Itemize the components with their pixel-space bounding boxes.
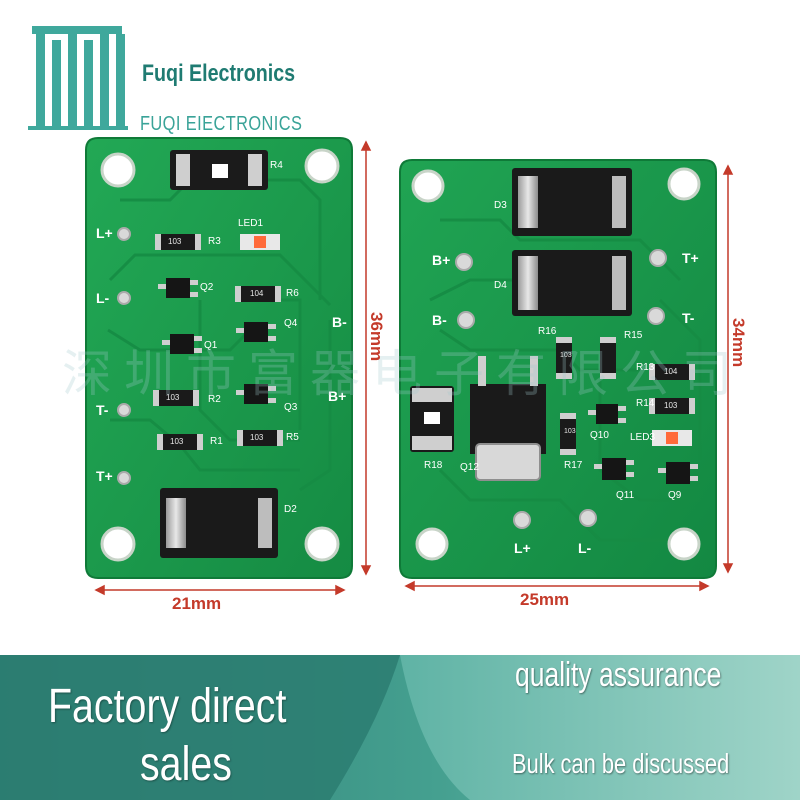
component-marking: 103 [664, 401, 678, 410]
pad-label: T+ [682, 250, 699, 266]
component-label: R2 [208, 394, 221, 405]
component-label: Q10 [590, 430, 609, 441]
pad-label: T- [96, 402, 109, 418]
right-width-label: 25mm [520, 590, 570, 609]
component-marking: 104 [250, 289, 264, 298]
side-label: B- [332, 314, 347, 330]
bottom-banner [0, 655, 800, 800]
component-label: LED3 [630, 432, 656, 443]
component-label: Q3 [284, 402, 298, 413]
pad-label: L- [96, 290, 110, 306]
brand-name: Fuqi Electronics [142, 60, 296, 87]
component-marking: 104 [664, 367, 678, 376]
tagline-line-2: sales [140, 738, 232, 791]
component-marking: 103 [250, 433, 264, 442]
component-label: R17 [564, 460, 583, 471]
right-height-label: 34mm [729, 318, 748, 368]
component-label: R1 [210, 436, 223, 447]
component-label: R18 [424, 460, 443, 471]
component-label: R6 [286, 288, 299, 299]
tagline-line-1: Factory direct [48, 680, 287, 733]
pad-label: B- [432, 312, 447, 328]
pad-label: L+ [96, 225, 113, 241]
component-label: Q1 [204, 340, 218, 351]
pad-label: L+ [514, 540, 531, 556]
left-pcb-board [85, 137, 353, 579]
quality-assurance-text: quality assurance [515, 656, 722, 694]
component-marking: 103 [170, 437, 184, 446]
component-marking: 103 [560, 352, 572, 359]
component-label: D4 [494, 280, 507, 291]
pad-label: T- [682, 310, 695, 326]
right-pcb-board [399, 159, 717, 579]
component-label: R5 [286, 432, 299, 443]
bulk-discussion-text: Bulk can be discussed [512, 748, 730, 779]
component-marking: 103 [564, 428, 576, 435]
component-label: D2 [284, 504, 297, 515]
component-label: Q9 [668, 490, 682, 501]
component-label: R15 [624, 330, 643, 341]
left-height-label: 36mm [367, 312, 386, 362]
component-label: Q4 [284, 318, 298, 329]
component-marking: 103 [166, 393, 180, 402]
component-label: R14 [636, 398, 655, 409]
component-label: D3 [494, 200, 507, 211]
left-width-label: 21mm [172, 594, 222, 613]
pad-label: B+ [432, 252, 451, 268]
component-label: R3 [208, 236, 221, 247]
pad-label: T+ [96, 468, 113, 484]
component-label: Q2 [200, 282, 214, 293]
component-label: R16 [538, 326, 557, 337]
dimension-lines [94, 140, 734, 596]
component-label: R4 [270, 160, 283, 171]
component-label: Q11 [616, 490, 635, 501]
brand-subtitle: FUQI EIECTRONICS [140, 113, 303, 135]
component-marking: 103 [168, 237, 182, 246]
component-label: Q12 [460, 462, 479, 473]
brand-logo [28, 26, 128, 130]
side-label: B+ [328, 388, 347, 404]
component-label: R13 [636, 362, 655, 373]
component-label: LED1 [238, 218, 264, 229]
pad-label: L- [578, 540, 592, 556]
